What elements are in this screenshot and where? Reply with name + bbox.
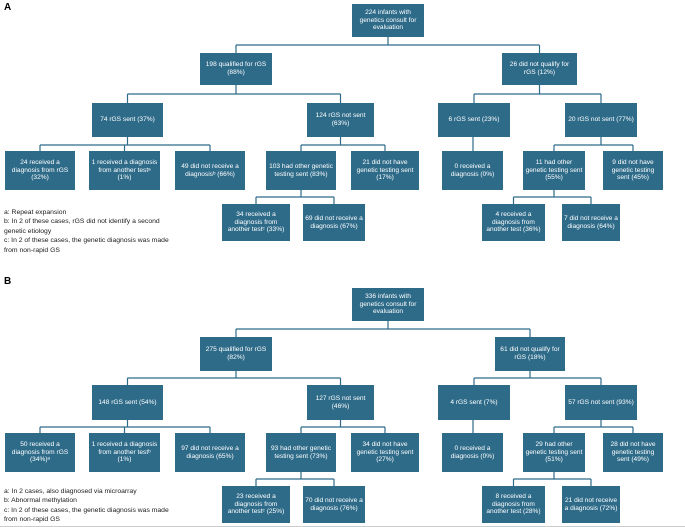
b-node-nq-dx: 0 received a diagnosis (0%): [442, 433, 503, 472]
b-node-rgs-not-sent: 127 rGS not sent (46%): [307, 385, 374, 420]
a-node-nq-other-testing: 11 had other genetic testing sent (55%): [523, 151, 585, 190]
b-node-qualified: 275 qualified for rGS (82%): [200, 337, 272, 371]
b-node-other-testing: 93 had other genetic testing sent (73%): [266, 433, 336, 472]
a-node-root: 224 infants with genetics consult for ev…: [352, 4, 424, 37]
panel-a-footnotes: a: Repeat expansion b: In 2 of these cas…: [4, 208, 176, 255]
a-node-not-qualified: 26 did not qualify for rGS (12%): [502, 53, 577, 85]
footnote-b: b: Abnormal methylation: [4, 497, 77, 505]
b-node-not-qualified: 61 did not qualify for rGS (18%): [495, 337, 565, 371]
panel-b-connectors: [39, 321, 634, 486]
footnote-a: a: In 2 cases, also diagnosed via microa…: [4, 488, 137, 495]
a-node-nq-dx: 0 received a diagnosis (0%): [442, 151, 503, 190]
b-node-nq-rgs-sent: 4 rGS sent (7%): [438, 385, 510, 420]
panel-b-footnotes: a: In 2 cases, also diagnosed via microa…: [4, 487, 176, 525]
footnote-b: b: In 2 of these cases, rGS did not iden…: [4, 218, 160, 235]
b-node-nq-rgs-not-sent: 57 rGS not sent (93%): [565, 385, 637, 420]
b-node-nq-other-testing: 29 had other genetic testing sent (51%): [523, 433, 585, 472]
b-node-no-dx: 97 did not receive a diagnosis (65%): [175, 433, 245, 472]
a-node-dx-from-rgs: 24 received a diagnosis from rGS (32%): [5, 151, 75, 190]
a-node-no-testing: 21 did not have genetic testing sent (17…: [351, 151, 419, 190]
panel-b-label: B: [4, 276, 12, 287]
a-node-ot-dx: 34 received a diagnosis from another tes…: [222, 204, 290, 241]
a-node-nq-rgs-not-sent: 20 rGS not sent (77%): [565, 103, 637, 137]
b-node-rgs-sent: 148 rGS sent (54%): [92, 385, 163, 420]
b-node-nq-ot-no-dx: 21 did not receive a diagnosis (72%): [562, 486, 620, 523]
a-node-nq-no-testing: 9 did not have genetic testing sent (45%…: [603, 151, 663, 190]
a-node-other-testing: 103 had other genetic testing sent (83%): [266, 151, 336, 190]
a-node-nq-ot-no-dx: 7 did not receive a diagnosis (64%): [562, 204, 620, 241]
a-node-nq-rgs-sent: 6 rGS sent (23%): [438, 103, 510, 137]
a-node-rgs-sent: 74 rGS sent (37%): [92, 103, 163, 137]
b-node-nq-no-testing: 28 did not have genetic testing sent (49…: [603, 433, 663, 472]
a-node-no-dx: 49 did not receive a diagnosisᵇ (66%): [175, 151, 245, 190]
panel-a-connectors: [39, 37, 634, 204]
footnote-c: c: In 2 of these cases, the genetic diag…: [4, 237, 169, 254]
b-node-dx-other-test: 1 received a diagnosis from another test…: [89, 433, 160, 472]
b-node-dx-from-rgs: 50 received a diagnosis from rGS (34%)ᵃ: [5, 433, 75, 472]
b-node-ot-dx: 23 received a diagnosis from another tes…: [222, 486, 290, 523]
footnote-a: a: Repeat expansion: [4, 209, 67, 216]
b-node-root: 336 infants with genetics consult for ev…: [352, 288, 424, 321]
a-node-rgs-not-sent: 124 rGS not sent (63%): [307, 103, 374, 137]
a-node-dx-other-test: 1 received a diagnosis from another test…: [89, 151, 160, 190]
b-node-nq-ot-dx: 8 received a diagnosis from another test…: [482, 486, 545, 523]
footnote-c: c: In 2 of these cases, the genetic diag…: [4, 506, 169, 524]
a-node-ot-no-dx: 69 did not receive a diagnosis (67%): [303, 204, 365, 241]
a-node-nq-ot-dx: 4 received a diagnosis from another test…: [482, 204, 545, 241]
a-node-qualified: 198 qualified for rGS (88%): [200, 53, 272, 85]
panel-a-label: A: [4, 2, 12, 13]
b-node-no-testing: 34 did not have genetic testing sent (27…: [351, 433, 419, 472]
b-node-ot-no-dx: 70 did not receive a diagnosis (76%): [303, 486, 365, 523]
